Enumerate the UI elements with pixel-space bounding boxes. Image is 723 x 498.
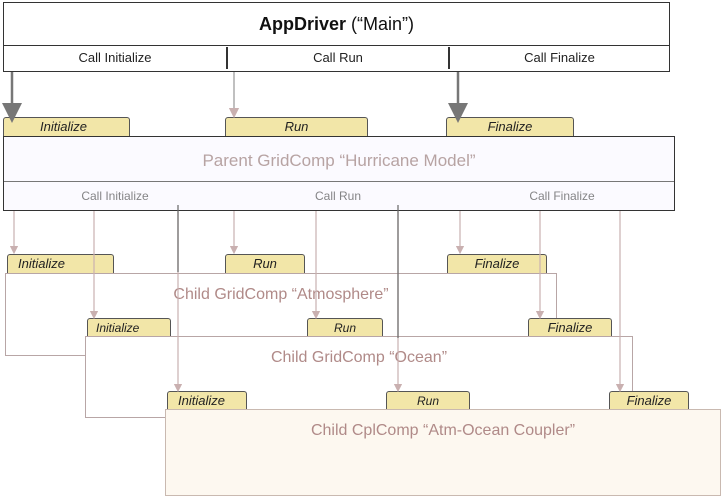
parent-tab-run: Run bbox=[225, 117, 368, 136]
ocean-tab-finalize: Finalize bbox=[528, 318, 612, 336]
parent-gridcomp-box: Parent GridComp “Hurricane Model” Call I… bbox=[3, 136, 675, 211]
ocean-tab-run: Run bbox=[307, 318, 383, 336]
atm-tab-run: Run bbox=[225, 254, 305, 273]
parent-call-run: Call Run bbox=[314, 189, 362, 203]
appdriver-call-initialize: Call Initialize bbox=[78, 50, 152, 65]
parent-tab-finalize: Finalize bbox=[446, 117, 574, 136]
parent-tab-initialize: Initialize bbox=[3, 117, 130, 136]
atm-tab-initialize: Initialize bbox=[7, 254, 114, 273]
cpl-cplcomp-title: Child CplComp “Atm-Ocean Coupler” bbox=[310, 422, 576, 439]
atm-tab-finalize: Finalize bbox=[447, 254, 547, 273]
atm-gridcomp-title: Child GridComp “Atmosphere” bbox=[173, 286, 389, 303]
cpl-tab-run: Run bbox=[386, 391, 470, 409]
appdriver-box: AppDriver (“Main”) Call Initialize Call … bbox=[3, 2, 670, 72]
parent-gridcomp-title: Parent GridComp “Hurricane Model” bbox=[202, 151, 476, 170]
parent-call-initialize: Call Initialize bbox=[81, 189, 149, 203]
cpl-cplcomp-box: Child CplComp “Atm-Ocean Coupler” bbox=[165, 409, 721, 496]
appdriver-subtitle: (“Main”) bbox=[351, 14, 415, 34]
ocean-gridcomp-title: Child GridComp “Ocean” bbox=[270, 349, 448, 366]
cpl-tab-finalize: Finalize bbox=[609, 391, 689, 409]
ocean-tab-initialize: Initialize bbox=[87, 318, 171, 336]
cpl-tab-initialize: Initialize bbox=[167, 391, 247, 409]
appdriver-divider bbox=[4, 45, 669, 46]
appdriver-title: AppDriver bbox=[258, 14, 346, 34]
appdriver-title-row: AppDriver (“Main”) bbox=[4, 3, 669, 45]
appdriver-call-run: Call Run bbox=[226, 47, 448, 69]
parent-call-finalize: Call Finalize bbox=[529, 189, 595, 203]
appdriver-call-finalize: Call Finalize bbox=[448, 47, 669, 69]
parent-divider bbox=[4, 181, 674, 182]
